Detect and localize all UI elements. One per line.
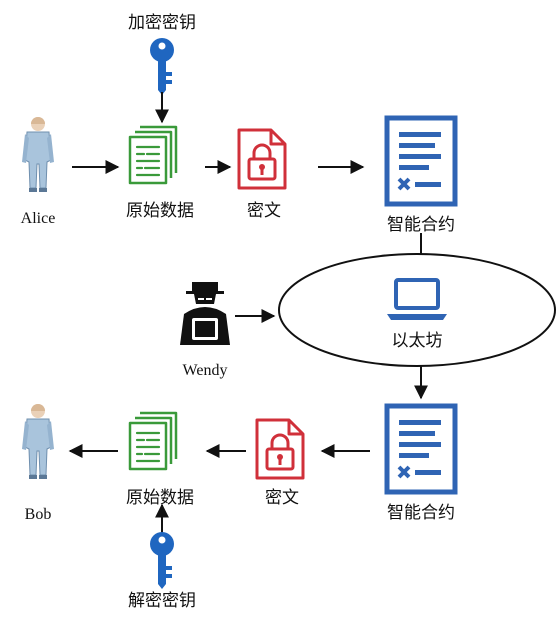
- decrypt-key-label: 解密密钥: [128, 591, 196, 611]
- raw-data-bottom-icon: [128, 411, 178, 471]
- encrypt-key-label: 加密密钥: [128, 13, 196, 33]
- contract-bottom-label: 智能合约: [387, 503, 455, 523]
- alice-person-icon: [21, 116, 55, 193]
- contract-top-icon: [387, 118, 455, 204]
- raw-data-top-icon: [128, 125, 178, 185]
- cipher-top-icon: [237, 128, 287, 190]
- hacker-icon: [180, 282, 230, 345]
- ethereum-label: 以太坊: [391, 331, 443, 351]
- encrypt-key-icon: [150, 38, 174, 95]
- laptop-icon: [387, 278, 447, 320]
- raw-data-bottom-label: 原始数据: [126, 488, 194, 508]
- contract-top-label: 智能合约: [387, 215, 455, 235]
- alice-label: Alice: [20, 210, 56, 227]
- cipher-bottom-icon: [255, 418, 305, 480]
- cipher-top-label: 密文: [247, 201, 281, 221]
- contract-bottom-icon: [387, 406, 455, 492]
- bob-person-icon: [21, 403, 55, 480]
- raw-data-top-label: 原始数据: [126, 201, 194, 221]
- decrypt-key-icon: [150, 532, 174, 589]
- cipher-bottom-label: 密文: [265, 488, 299, 508]
- wendy-label: Wendy: [182, 362, 228, 379]
- bob-label: Bob: [24, 506, 52, 523]
